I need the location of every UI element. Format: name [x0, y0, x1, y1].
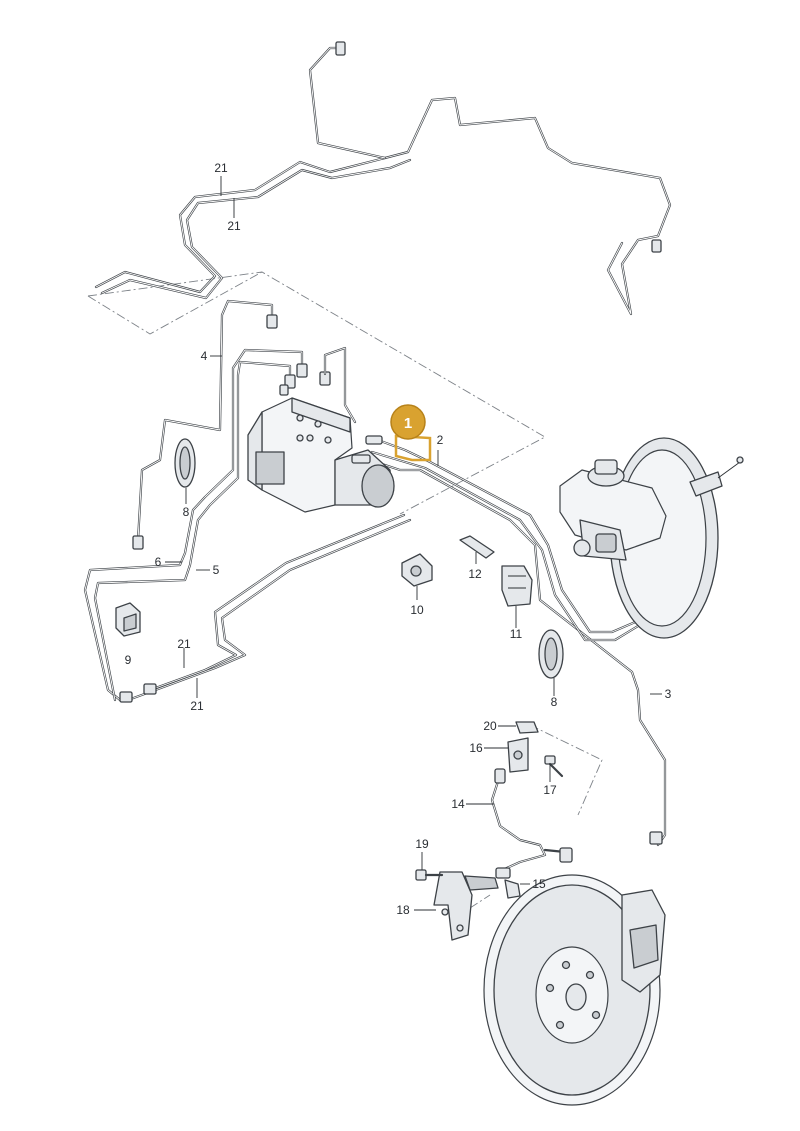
- pipe-fitting: [649, 831, 663, 845]
- abs-pump-motor: [361, 464, 395, 508]
- label-3: 3: [665, 687, 672, 701]
- brake-caliper[interactable]: [621, 889, 666, 993]
- label-9: 9: [125, 653, 132, 667]
- assembly-outline-caliper: [469, 724, 603, 909]
- assembly-outline-abs: [87, 271, 546, 515]
- sleeve-12[interactable]: [459, 535, 495, 559]
- pipe-fitting: [143, 683, 157, 695]
- brake-disc[interactable]: [483, 874, 661, 1106]
- highlight-badge: [390, 404, 426, 440]
- brake-line-lower-21[interactable]: [119, 513, 412, 703]
- pipe-fitting: [651, 239, 662, 253]
- pipe-fitting: [296, 363, 308, 378]
- label-8-left: 8: [183, 505, 190, 519]
- grommet-8-left[interactable]: [174, 438, 196, 488]
- label-21-lower-a: 21: [177, 637, 191, 651]
- mounting-bracket-10[interactable]: [401, 553, 433, 587]
- label-17: 17: [543, 783, 557, 797]
- brake-line-5-6[interactable]: [83, 346, 357, 702]
- label-21-top-a: 21: [214, 161, 228, 175]
- brake-line-upper-21[interactable]: [94, 41, 672, 316]
- label-11: 11: [510, 627, 523, 641]
- pipe-fitting: [559, 847, 573, 863]
- pipe-fitting: [266, 314, 278, 329]
- hose-bracket-16[interactable]: [507, 737, 529, 773]
- label-21-top-b: 21: [227, 219, 241, 233]
- pipe-fitting: [495, 867, 511, 879]
- callout-labels: 21 21 4 2 8 6 5 12 10 11 21 9 21 3 8 20 …: [125, 161, 672, 917]
- pipe-fitting: [279, 384, 289, 396]
- pipe-fitting: [335, 41, 346, 56]
- bolt-19[interactable]: [415, 869, 444, 881]
- label-18: 18: [396, 903, 410, 917]
- pipe-fitting: [119, 691, 133, 703]
- grommet-8-right[interactable]: [538, 629, 564, 679]
- label-16: 16: [469, 741, 483, 755]
- label-20: 20: [483, 719, 497, 733]
- bracket-18[interactable]: [433, 871, 499, 941]
- abs-hydraulic-unit[interactable]: [247, 384, 395, 513]
- label-2: 2: [437, 433, 444, 447]
- brake-line-4[interactable]: [132, 299, 278, 550]
- pipe-fitting: [132, 535, 144, 550]
- label-14: 14: [451, 797, 465, 811]
- brake-hose-14[interactable]: [490, 768, 573, 874]
- label-12: 12: [468, 567, 482, 581]
- label-6: 6: [155, 555, 162, 569]
- brake-master-cylinder[interactable]: [559, 459, 667, 561]
- pipe-clip-9[interactable]: [115, 602, 141, 637]
- bolt-17[interactable]: [544, 755, 564, 778]
- label-10: 10: [410, 603, 424, 617]
- clip-15[interactable]: [504, 879, 521, 899]
- abs-control-module: [255, 451, 285, 485]
- highlight-bracket: [394, 434, 432, 462]
- label-1: 1: [404, 415, 412, 432]
- label-5: 5: [213, 563, 220, 577]
- label-4: 4: [201, 349, 208, 363]
- retaining-clip-20[interactable]: [515, 721, 539, 734]
- label-8-right: 8: [551, 695, 558, 709]
- brake-line-3[interactable]: [368, 458, 667, 847]
- part-1-highlight[interactable]: 1: [390, 404, 432, 462]
- leader-lines: [165, 176, 662, 911]
- pipe-holder-11[interactable]: [501, 565, 533, 607]
- label-21-lower-b: 21: [190, 699, 204, 713]
- label-15: 15: [532, 877, 546, 891]
- label-19: 19: [415, 837, 429, 851]
